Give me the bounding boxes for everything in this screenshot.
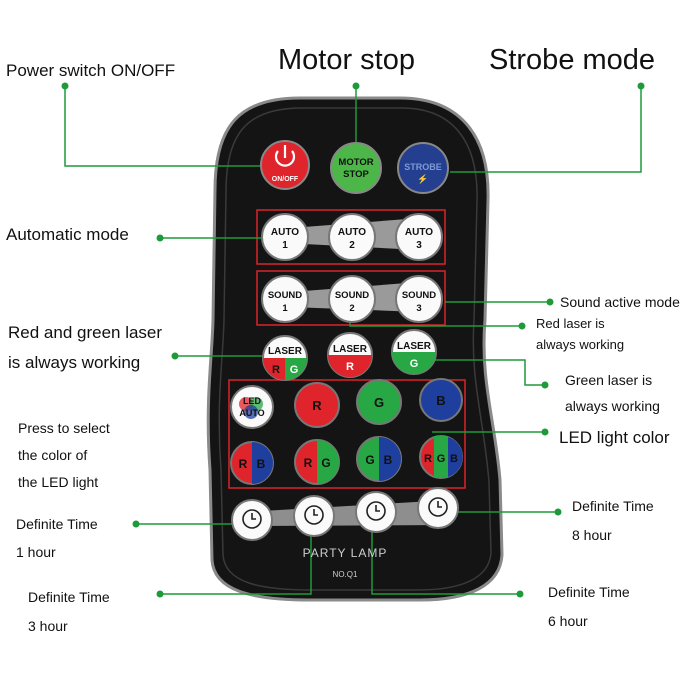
callout-time6-a: Definite Time xyxy=(548,584,630,600)
led-rg-g: G xyxy=(321,456,330,470)
led-gb-b: B xyxy=(384,453,393,467)
sound-1-number: 1 xyxy=(282,303,288,314)
callout-time6-b: 6 hour xyxy=(548,613,588,629)
sound-3-button[interactable]: SOUND 3 xyxy=(395,275,443,323)
callout-led-color: LED light color xyxy=(559,428,670,447)
laser-g-label: LASER xyxy=(397,341,432,352)
auto-2-number: 2 xyxy=(349,240,355,251)
led-auto-label-2: AUTO xyxy=(239,408,264,418)
clock-icon xyxy=(428,497,448,517)
strobe-button[interactable]: STROBE ⚡ xyxy=(397,142,449,194)
led-rg-r: R xyxy=(304,456,313,470)
strobe-label: STROBE xyxy=(404,162,442,172)
laser-red-green-button[interactable]: LASER R G xyxy=(262,335,308,381)
motor-stop-label-2: STOP xyxy=(343,169,369,180)
led-blue-label: B xyxy=(436,393,445,408)
led-rgb-button[interactable]: R G B xyxy=(419,435,463,479)
led-rgb-r: R xyxy=(424,453,432,465)
sound-2-number: 2 xyxy=(349,303,354,314)
remote-inner-rim xyxy=(218,107,492,591)
auto-2-label: AUTO xyxy=(338,227,366,238)
callout-dots xyxy=(61,82,645,598)
callout-sound-active: Sound active mode xyxy=(560,294,680,310)
callout-green-laser-1: Green laser is xyxy=(565,372,653,388)
led-rb-b: B xyxy=(257,457,266,471)
led-rg-button[interactable]: R G xyxy=(294,439,340,485)
callout-lines xyxy=(64,86,642,595)
laser-rg-g: G xyxy=(290,364,299,376)
callout-motor-stop: Motor stop xyxy=(278,44,415,76)
led-highlight-box xyxy=(228,379,466,489)
auto-3-button[interactable]: AUTO 3 xyxy=(395,213,443,261)
led-rb-r: R xyxy=(239,457,248,471)
sound-3-number: 3 xyxy=(416,303,421,314)
led-auto-button[interactable]: LED AUTO xyxy=(230,385,274,429)
on-off-label: ON/OFF xyxy=(272,176,299,183)
timer-3h-button[interactable] xyxy=(293,495,335,537)
sound-2-label: SOUND xyxy=(335,290,369,301)
callout-power: Power switch ON/OFF xyxy=(6,61,176,80)
callout-time3-b: 3 hour xyxy=(28,618,68,634)
led-red-label: R xyxy=(312,398,322,413)
laser-r-label: LASER xyxy=(333,344,368,355)
auto-1-number: 1 xyxy=(282,240,288,251)
led-green-label: G xyxy=(374,395,384,410)
timer-8h-button[interactable] xyxy=(417,487,459,529)
on-off-button[interactable]: ON/OFF xyxy=(260,140,310,190)
sound-1-button[interactable]: SOUND 1 xyxy=(261,275,309,323)
lightning-icon: ⚡ xyxy=(417,173,428,185)
callout-time3-a: Definite Time xyxy=(28,589,110,605)
clock-icon xyxy=(366,501,386,521)
laser-rg-label: LASER xyxy=(268,346,303,357)
led-auto-label-1: LED xyxy=(243,396,262,406)
clock-icon xyxy=(304,505,324,525)
brand-label: PARTY LAMP xyxy=(303,546,388,560)
callout-rg-laser-2: is always working xyxy=(8,353,141,372)
callout-time1-b: 1 hour xyxy=(16,544,56,560)
timer-1h-button[interactable] xyxy=(231,499,273,541)
motor-stop-label-1: MOTOR xyxy=(338,157,373,168)
laser-g-g: G xyxy=(410,358,419,370)
led-rgb-b: B xyxy=(450,453,458,465)
callout-automatic-mode: Automatic mode xyxy=(6,225,129,244)
callout-strobe-mode: Strobe mode xyxy=(489,44,656,76)
callout-press-select-1: Press to select xyxy=(18,420,110,436)
callout-time1-a: Definite Time xyxy=(16,516,98,532)
auto-1-label: AUTO xyxy=(271,227,299,238)
callout-red-laser-1: Red laser is xyxy=(536,316,605,331)
sound-1-label: SOUND xyxy=(268,290,302,301)
sound-2-button[interactable]: SOUND 2 xyxy=(328,275,376,323)
led-red-button[interactable]: R xyxy=(294,382,340,428)
laser-rg-r: R xyxy=(272,364,280,376)
auto-highlight-box xyxy=(256,209,446,265)
callout-time8-a: Definite Time xyxy=(572,498,654,514)
auto-2-button[interactable]: AUTO 2 xyxy=(328,213,376,261)
motor-stop-button[interactable]: MOTOR STOP xyxy=(330,142,382,194)
timer-6h-button[interactable] xyxy=(355,491,397,533)
led-gb-button[interactable]: G B xyxy=(356,436,402,482)
callout-green-laser-2: always working xyxy=(565,398,660,414)
auto-3-label: AUTO xyxy=(405,227,433,238)
led-blue-button[interactable]: B xyxy=(419,378,463,422)
model-label: NO.Q1 xyxy=(333,570,358,579)
callout-press-select-2: the color of xyxy=(18,447,88,463)
led-gb-g: G xyxy=(365,453,374,467)
auto-3-number: 3 xyxy=(416,240,422,251)
led-green-button[interactable]: G xyxy=(356,379,402,425)
power-icon xyxy=(274,150,296,167)
callout-red-laser-2: always working xyxy=(536,337,625,352)
led-rb-button[interactable]: R B xyxy=(230,441,274,485)
laser-red-button[interactable]: LASER R xyxy=(327,332,373,378)
clock-icon xyxy=(242,509,262,529)
auto-1-button[interactable]: AUTO 1 xyxy=(261,213,309,261)
sound-3-label: SOUND xyxy=(402,290,436,301)
sound-highlight-box xyxy=(256,270,446,326)
callout-time8-b: 8 hour xyxy=(572,527,612,543)
led-rgb-g: G xyxy=(437,453,446,465)
callout-rg-laser-1: Red and green laser xyxy=(8,323,163,342)
laser-r-r: R xyxy=(346,361,354,373)
callout-press-select-3: the LED light xyxy=(18,474,99,490)
laser-green-button[interactable]: LASER G xyxy=(391,329,437,375)
